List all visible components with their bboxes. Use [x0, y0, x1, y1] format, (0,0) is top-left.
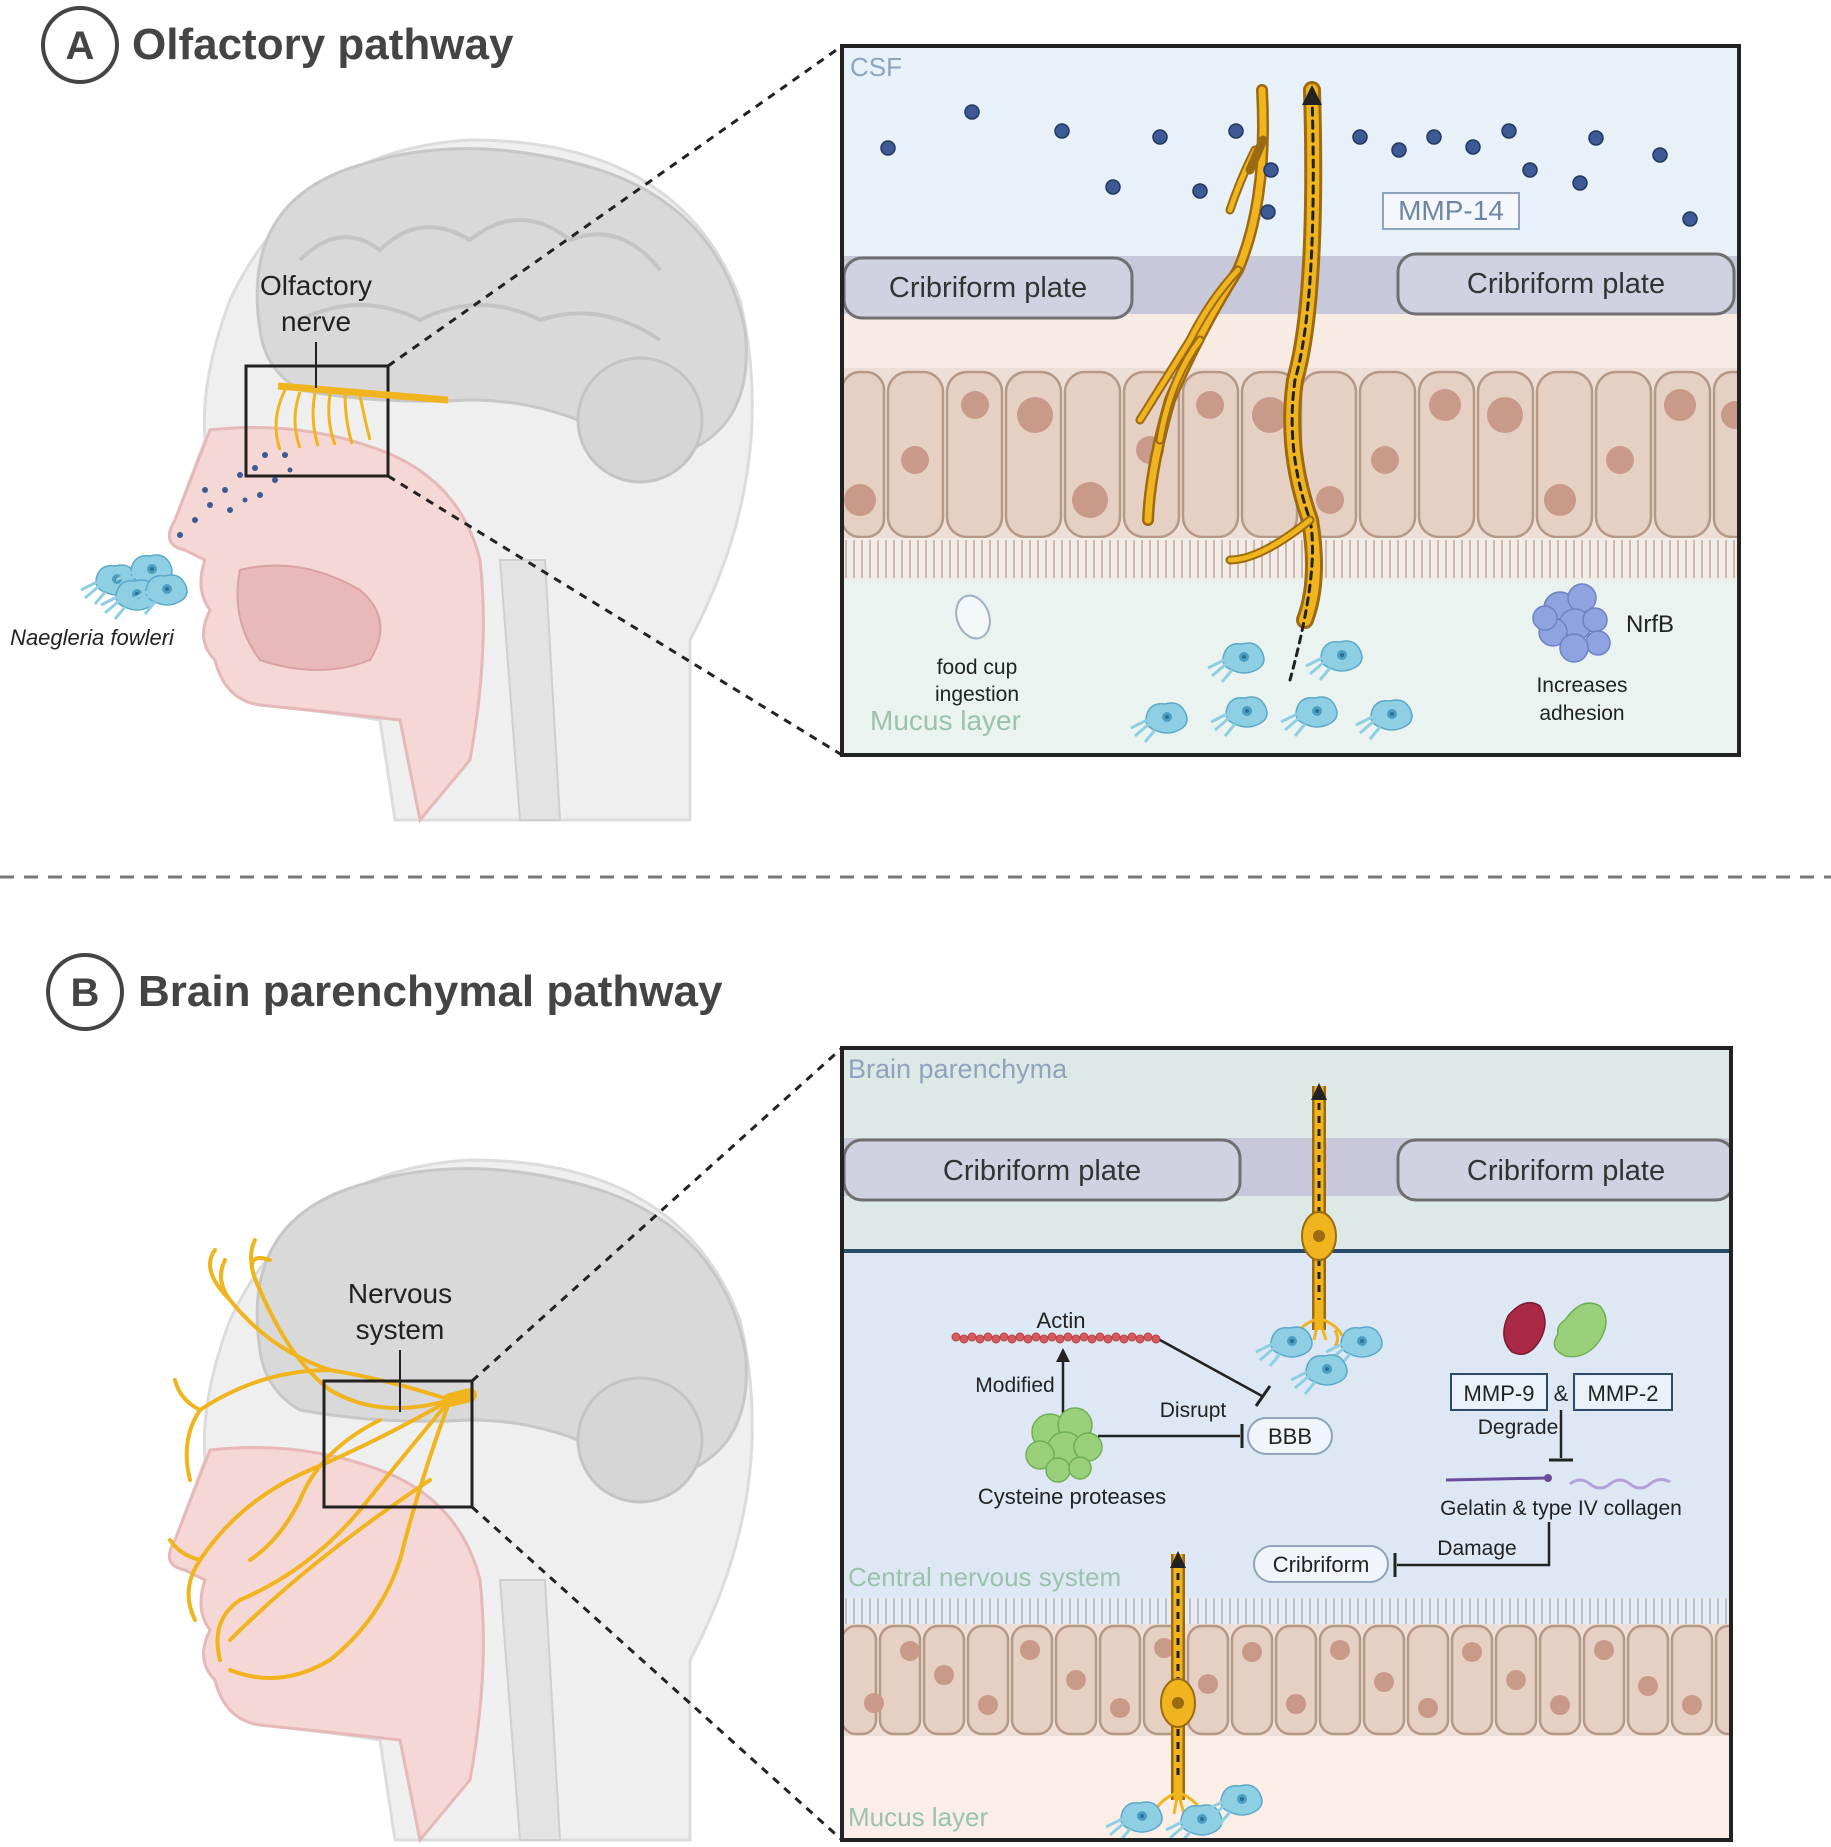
cribriform-box-label: Cribriform [1273, 1552, 1370, 1577]
mucus-label-a: Mucus layer [870, 705, 1021, 736]
inhaled-particles-a [177, 452, 293, 538]
inset-b: Cribriform plate Cribriform plate Brain … [842, 1048, 1731, 1840]
cribriform-plate-right-b [1396, 1138, 1731, 1202]
adhesion-label-line1: Increases [1536, 674, 1627, 697]
mmp2-label: MMP-2 [1588, 1381, 1659, 1406]
mmp2-box [1573, 1373, 1673, 1411]
badge-b-circle [46, 953, 124, 1031]
cribriform-plate-left-a-label: Cribriform plate [889, 272, 1087, 304]
cribriform-box [1253, 1545, 1389, 1583]
nrfb-label: NrfB [1626, 611, 1674, 638]
csf-label: CSF [850, 52, 902, 82]
gelatin-fiber [1445, 1476, 1547, 1482]
actin-inhibit-bar [1254, 1385, 1272, 1407]
nrfb-protein [1532, 583, 1611, 663]
olfactory-label-line2: nerve [281, 306, 351, 337]
submucosa-a [842, 314, 1739, 368]
food-cup-label-line2: ingestion [935, 683, 1019, 706]
mmp14-box [1382, 192, 1520, 230]
mmp2-protein [1553, 1302, 1607, 1358]
amp-label: & [1554, 1381, 1569, 1406]
damage-label: Damage [1437, 1537, 1516, 1560]
inset-a-frame [840, 44, 1741, 757]
zoom-line-b-bottom [470, 1505, 844, 1842]
food-cup-label-line1: food cup [937, 656, 1018, 679]
damage-line [1397, 1522, 1551, 1567]
olfactory-nerve-a [274, 382, 449, 451]
cribriform-plate-right-a-label: Cribriform plate [1467, 268, 1665, 300]
adhesion-label-line2: adhesion [1539, 702, 1624, 725]
csf-region [842, 46, 1739, 286]
badge-a-circle [41, 6, 119, 84]
bbb-box [1247, 1417, 1333, 1455]
neuron-upper [1294, 1083, 1344, 1347]
cysteine-protease-blob [1025, 1407, 1103, 1483]
collagen-fiber [1569, 1477, 1671, 1490]
cribriform-plate-right-b-label: Cribriform plate [1467, 1155, 1665, 1187]
organism-label: Naegleria fowleri [10, 625, 175, 650]
csf-particles [880, 104, 1698, 227]
nervous-label-line1: Nervous [348, 1278, 452, 1309]
mucus-region-b [842, 1736, 1731, 1840]
panel-a-title: Olfactory pathway [132, 20, 514, 69]
zoom-line-b-top [470, 1046, 844, 1383]
mmp9-box [1450, 1373, 1548, 1411]
neuron-lower [1154, 1551, 1202, 1815]
panel-b: B Brain parenchymal pathway Nervous [46, 953, 1733, 1844]
modified-arrowhead [1056, 1348, 1070, 1362]
collagen-label: Gelatin & type IV collagen [1440, 1497, 1682, 1520]
olfactory-nerve-fibers-a [1135, 81, 1323, 682]
disrupt-label: Disrupt [1160, 1399, 1227, 1422]
head-illustration-a: Olfactory nerve Naegleria fowleri [10, 138, 754, 824]
nervous-system-nerves [168, 1238, 477, 1680]
cribriform-plate-right-a [1396, 252, 1736, 316]
mucus-label-b: Mucus layer [848, 1802, 988, 1832]
zoom-box-b [322, 1379, 474, 1509]
badge-b: B [71, 971, 100, 1015]
food-cup-vesicle [955, 594, 991, 640]
cerebellum-b [576, 1376, 704, 1504]
mmp9-label: MMP-9 [1464, 1381, 1535, 1406]
cilia-b [845, 1598, 1727, 1624]
cns-label: Central nervous system [848, 1562, 1121, 1592]
inset-b-frame [840, 1046, 1733, 1842]
mmp9-protein [1503, 1301, 1546, 1355]
bbb-label: BBB [1268, 1424, 1312, 1449]
olfactory-label-line1: Olfactory [260, 270, 372, 301]
amoeba-group-a [79, 553, 189, 621]
inset-a: Cribriform plate Cribriform plate [842, 46, 1739, 755]
panel-a: A Olfactory pathway Olfactory nerve [10, 6, 1741, 824]
nervous-label-line2: system [356, 1314, 445, 1345]
parenchyma-label: Brain parenchyma [848, 1054, 1068, 1084]
nerve-arrowhead-a [1302, 85, 1322, 105]
mmp14-label: MMP-14 [1398, 195, 1504, 226]
actin-label: Actin [1037, 1308, 1086, 1333]
cribriform-plate-left-b-label: Cribriform plate [943, 1155, 1141, 1187]
modified-label: Modified [975, 1374, 1054, 1397]
panel-b-title: Brain parenchymal pathway [138, 967, 723, 1016]
epithelium-b [842, 1624, 1731, 1736]
cerebellum-a [576, 356, 704, 484]
actin-filament [951, 1332, 1161, 1344]
head-illustration-b: Nervous system [167, 1158, 754, 1844]
cysteine-label: Cysteine proteases [978, 1484, 1166, 1509]
actin-to-bbb-inhibit [1159, 1338, 1263, 1398]
cilia-band-a [842, 538, 1739, 580]
gelatin-end [1544, 1474, 1552, 1482]
zoom-line-a-top [387, 44, 843, 368]
badge-a: A [66, 24, 95, 68]
degrade-label: Degrade [1478, 1416, 1559, 1439]
